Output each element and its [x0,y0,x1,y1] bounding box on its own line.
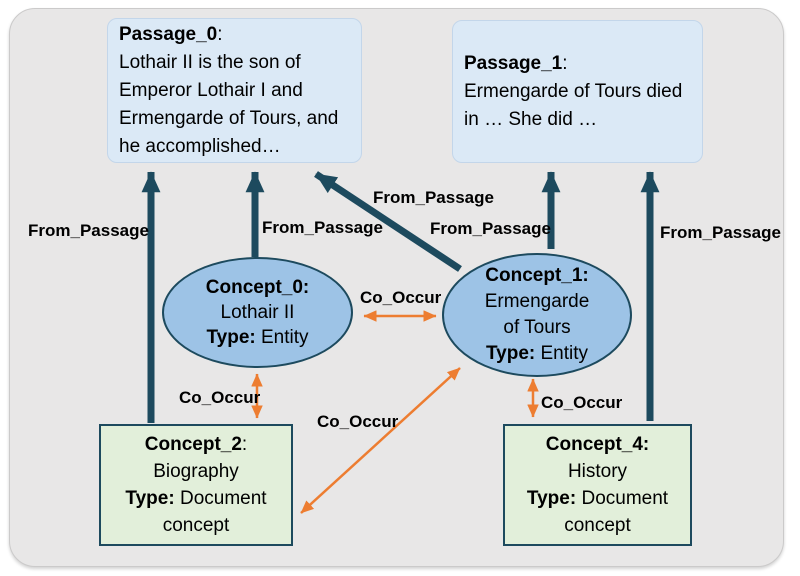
passage-text-line: Emperor Lothair I and [119,79,303,101]
concept-type-line: Type: Entity [485,343,589,364]
concept-type-line: Type: Entity [206,327,309,348]
passage-text-line: he accomplished… [119,135,281,157]
co-occur-label: Co_Occur [541,393,623,412]
passage-text-line: Ermengarde of Tours, and [119,107,339,129]
concept-type-line2: concept [564,515,631,536]
node-title: Concept_1: [485,265,589,286]
concept-type-line: Type: Document [526,488,669,509]
node-title: Passage_1: [464,52,568,74]
co-occur-label: Co_Occur [317,412,399,431]
from-passage-label: From_Passage [430,219,551,238]
co-occur-label: Co_Occur [360,288,442,307]
concept-4-node: Concept_4: History Type: Document concep… [503,424,692,546]
from-passage-label: From_Passage [660,223,781,242]
node-title: Passage_0: [119,23,223,45]
passage-text-line: Ermengarde of Tours died [464,80,683,102]
passage-text-line: in … She did … [464,108,598,130]
passage-1-node: Passage_1: Ermengarde of Tours died in …… [452,20,703,163]
concept-2-node: Concept_2: Biography Type: Document conc… [99,424,293,546]
concept-0-node: Concept_0: Lothair II Type: Entity [162,257,353,368]
node-title: Concept_0: [205,277,310,298]
concept-type-line2: concept [162,515,230,536]
node-title: Concept_4: [545,434,650,455]
passage-text-line: Lothair II is the son of [119,51,301,73]
from-passage-label: From_Passage [28,221,149,240]
concept-1-node: Concept_1: Ermengarde of Tours Type: Ent… [442,253,632,377]
concept-entity-name: Biography [153,461,239,482]
co-occur-label: Co_Occur [179,388,261,407]
from-passage-label: From_Passage [373,188,494,207]
concept-entity-name: Ermengarde [484,291,590,312]
concept-entity-name: of Tours [503,317,571,338]
concept-type-line: Type: Document [125,488,267,509]
from-passage-label: From_Passage [262,218,383,237]
passage-0-node: Passage_0: Lothair II is the son of Empe… [107,18,362,163]
concept-entity-name: Lothair II [220,302,295,323]
concept-entity-name: History [567,461,628,482]
node-title: Concept_2: [144,434,248,455]
